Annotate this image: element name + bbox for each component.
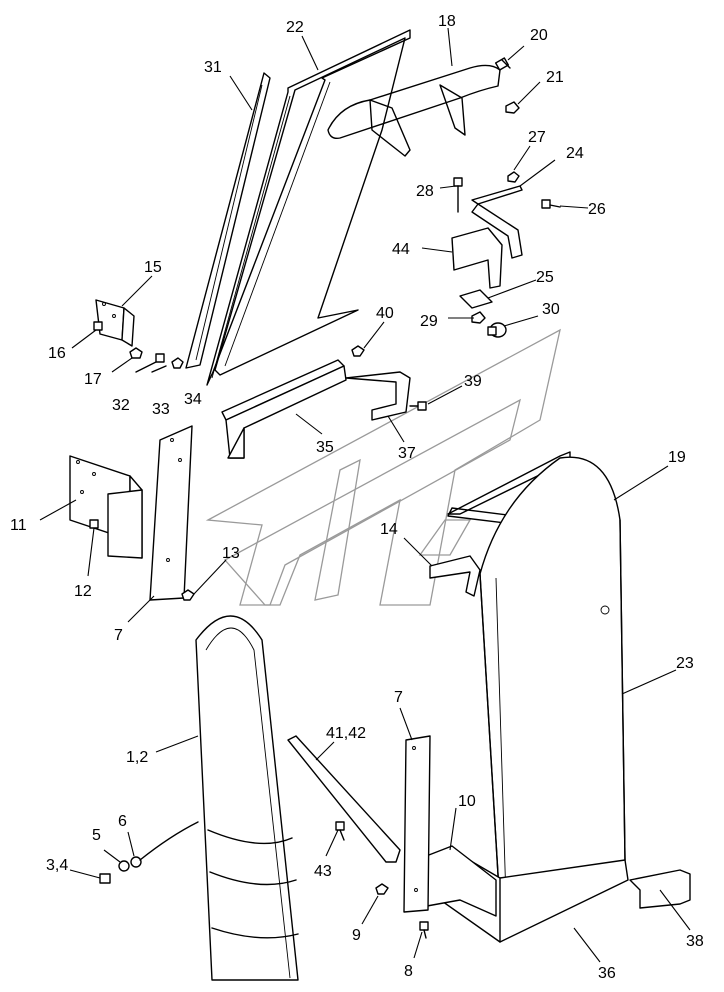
part-11-box xyxy=(69,455,143,559)
part-44-cover xyxy=(451,227,503,289)
nut-9 xyxy=(375,883,389,895)
callout-40: 40 xyxy=(376,305,394,322)
callout-33: 33 xyxy=(152,401,170,418)
nut-27 xyxy=(507,171,520,183)
bolt-39 xyxy=(409,401,427,411)
callout-30: 30 xyxy=(542,301,560,318)
callout-18: 18 xyxy=(438,13,456,30)
leader-lines xyxy=(39,27,691,963)
bolt-3-4 xyxy=(99,873,111,884)
bolt-32 xyxy=(135,353,165,373)
fastener-12 xyxy=(89,519,99,529)
part-18-curved-hood xyxy=(327,64,501,157)
nut-29 xyxy=(471,311,486,324)
callout-24: 24 xyxy=(566,145,584,162)
callout-14: 14 xyxy=(380,521,398,538)
callout-31: 31 xyxy=(204,59,222,76)
part-15-bracket xyxy=(95,299,135,347)
nut-6 xyxy=(130,821,199,868)
nut-40 xyxy=(351,345,365,357)
callout-23: 23 xyxy=(676,655,694,672)
callout-28: 28 xyxy=(416,183,434,200)
fastener-16 xyxy=(93,321,103,331)
nut-34 xyxy=(171,357,184,369)
callout-9: 9 xyxy=(352,927,361,944)
callout-26: 26 xyxy=(588,201,606,218)
callout-10: 10 xyxy=(458,793,476,810)
callout-6: 6 xyxy=(118,813,127,830)
callout-43: 43 xyxy=(314,863,332,880)
callout-36: 36 xyxy=(598,965,616,982)
callout-44: 44 xyxy=(392,241,410,258)
callout-12: 12 xyxy=(74,583,92,600)
callout-25: 25 xyxy=(536,269,554,286)
bracket-24 xyxy=(471,185,523,259)
part-37-bracket xyxy=(345,371,411,421)
callout-29: 29 xyxy=(420,313,438,330)
callout-1-2: 1,2 xyxy=(126,749,148,766)
bolt-43 xyxy=(335,821,345,841)
part-38-bracket xyxy=(629,869,691,909)
nut-21 xyxy=(505,101,520,114)
nut-13 xyxy=(181,589,195,601)
callout-39: 39 xyxy=(464,373,482,390)
knob-30 xyxy=(487,322,507,338)
part-7-plate-left xyxy=(149,425,193,601)
callout-11: 11 xyxy=(10,517,27,534)
callout-37: 37 xyxy=(398,445,416,462)
callout-5: 5 xyxy=(92,827,101,844)
callout-32: 32 xyxy=(112,397,130,414)
callout-20: 20 xyxy=(530,27,548,44)
bolt-26 xyxy=(541,199,561,209)
callout-27: 27 xyxy=(528,129,546,146)
callout-34: 34 xyxy=(184,391,202,408)
callout-3-4: 3,4 xyxy=(46,857,68,874)
callout-15: 15 xyxy=(144,259,162,276)
nut-17 xyxy=(129,347,143,359)
callout-21: 21 xyxy=(546,69,564,86)
callout-35: 35 xyxy=(316,439,334,456)
callout-8: 8 xyxy=(404,963,413,980)
watermark-logo xyxy=(205,328,561,606)
washer-5 xyxy=(118,860,130,872)
callout-7a: 7 xyxy=(114,627,123,644)
bolt-33 xyxy=(151,365,167,373)
callout-19: 19 xyxy=(668,449,686,466)
part-41-42-strap xyxy=(287,735,401,863)
fastener-20 xyxy=(494,57,511,71)
part-14-bracket xyxy=(429,555,481,597)
callout-22: 22 xyxy=(286,19,304,36)
bolt-28 xyxy=(453,177,463,213)
part-22-frame xyxy=(206,29,411,386)
part-23-side-panel xyxy=(479,456,626,909)
part-25-plate xyxy=(459,289,493,309)
callout-13: 13 xyxy=(222,545,240,562)
callout-16: 16 xyxy=(48,345,66,362)
part-31-angle-strip xyxy=(185,72,271,369)
callout-7b: 7 xyxy=(394,689,403,706)
callout-17: 17 xyxy=(84,371,102,388)
callout-38: 38 xyxy=(686,933,704,950)
bolt-8 xyxy=(419,921,429,939)
part-1-2-arched-panel xyxy=(195,615,299,981)
callout-41-42: 41,42 xyxy=(326,725,366,742)
callout-labels: 22 18 20 21 31 27 24 28 26 44 25 29 30 1… xyxy=(10,13,704,982)
part-35-channel xyxy=(221,359,347,459)
part-7-plate-right xyxy=(403,735,431,913)
